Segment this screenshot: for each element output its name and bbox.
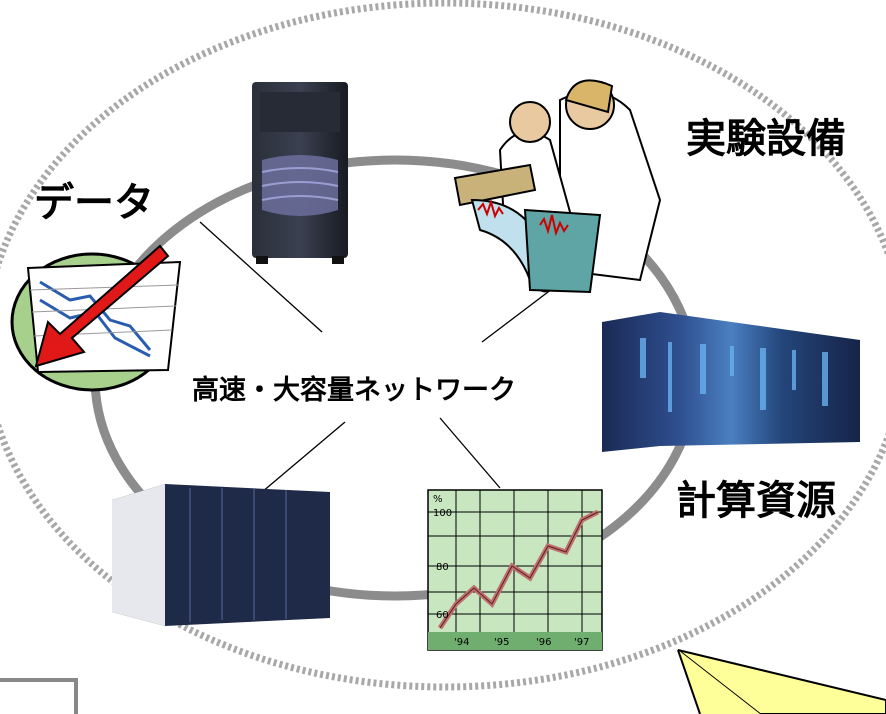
- inset-xtick: '96: [536, 637, 551, 648]
- data-label: データ: [34, 180, 154, 226]
- inset-ytick: 60: [436, 610, 449, 621]
- compute-label: 計算資源: [676, 478, 836, 524]
- supercomputer-icon: [112, 484, 330, 626]
- server-tower-icon: [252, 82, 348, 264]
- scientists-icon: [453, 79, 662, 294]
- network-label: 高速・大容量ネットワーク: [188, 368, 520, 407]
- frame-corner: [0, 678, 78, 714]
- inset-ytick: 80: [436, 562, 449, 573]
- declining-chart-icon: [10, 244, 182, 392]
- inset-ylabel: %: [433, 494, 443, 505]
- experiment-label: 実験設備: [686, 116, 846, 162]
- inset-ytick: 100: [433, 508, 452, 519]
- inset-xtick: '94: [454, 637, 469, 648]
- mainframe-icon: [602, 312, 860, 452]
- inset-xtick: '97: [574, 637, 589, 648]
- line-chart-icon: % 100 80 60 '94 '95 '96 '97: [427, 489, 603, 651]
- inset-xtick: '95: [494, 637, 509, 648]
- network-links: [199, 221, 611, 493]
